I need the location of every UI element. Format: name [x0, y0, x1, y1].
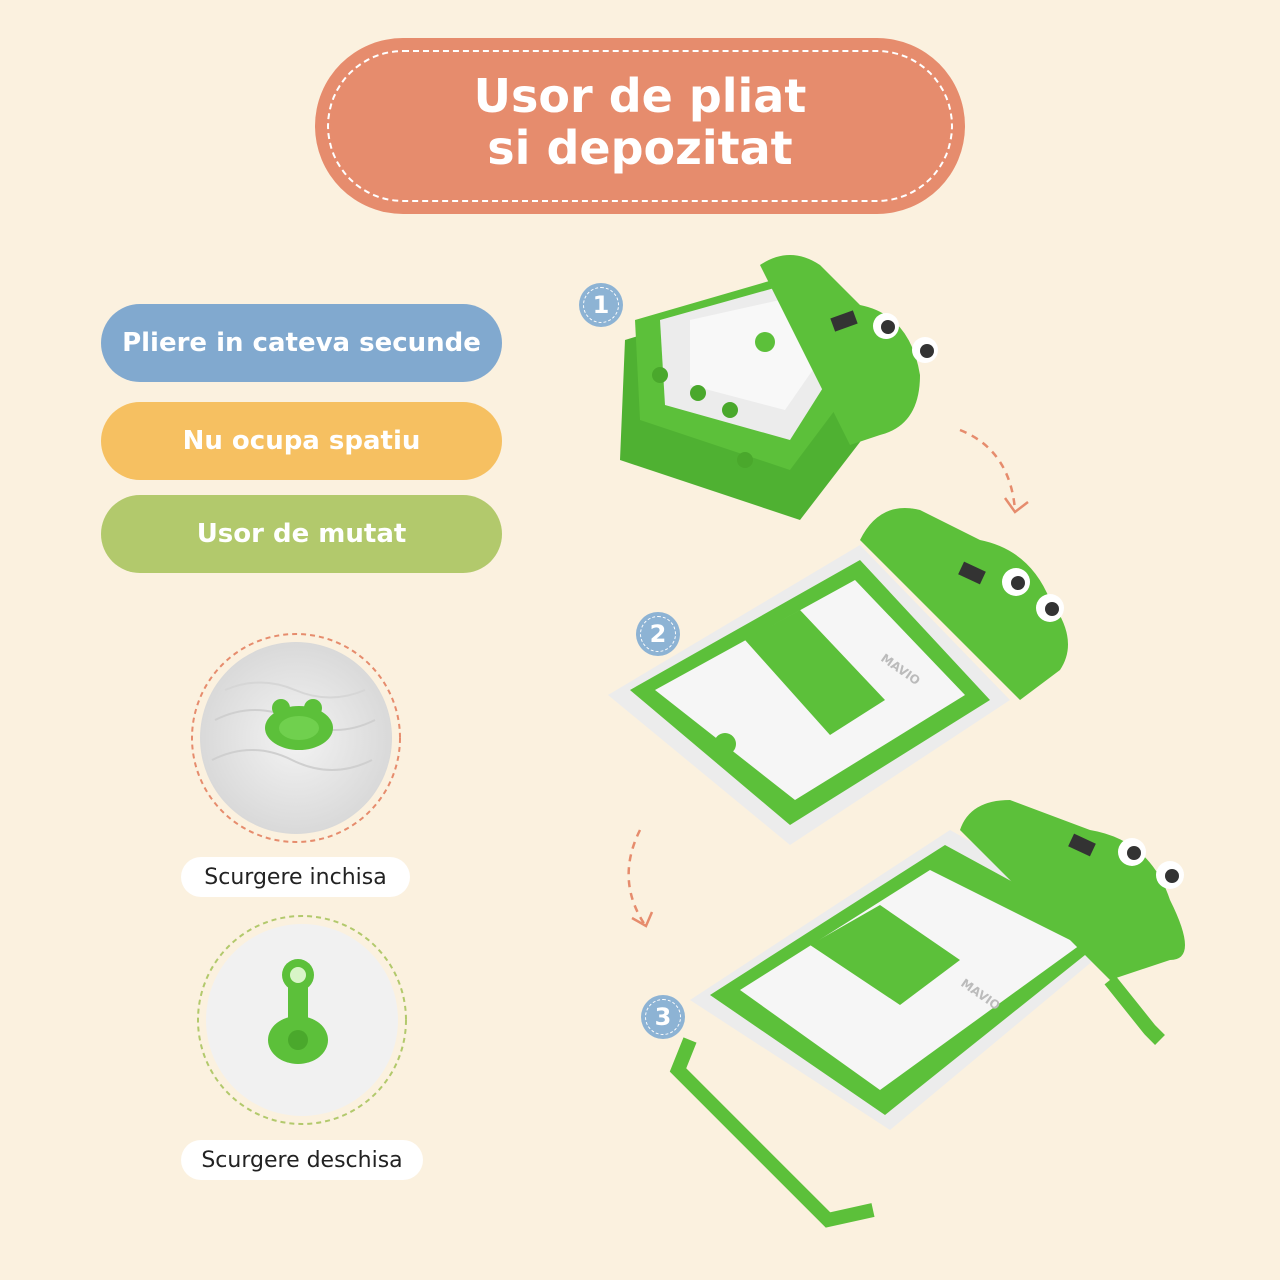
title-dashed-border	[327, 50, 953, 202]
tub-open-image: MAVIO	[669, 800, 1185, 1228]
title-line-2: si depozitat	[487, 121, 793, 175]
feature-fold-seconds: Pliere in cateva secunde	[101, 304, 502, 382]
page-title: Usor de pliat si depozitat	[0, 70, 1280, 174]
drain-closed-image	[191, 633, 401, 843]
drain-open-image	[197, 915, 407, 1125]
drain-closed-label: Scurgere inchisa	[181, 857, 410, 897]
tub-folded-image	[620, 255, 938, 520]
arrow-step1-to-step2	[959, 428, 1029, 514]
drain-open-label: Scurgere deschisa	[181, 1140, 423, 1180]
arrow-step2-to-step3	[627, 829, 654, 928]
title-line-1: Usor de pliat	[473, 69, 807, 123]
title-banner	[315, 38, 965, 214]
feature-space-saving: Nu ocupa spatiu	[101, 402, 502, 480]
step-badge-3: 3	[641, 995, 685, 1039]
step-badge-2: 2	[636, 612, 680, 656]
tub-half-folded-image: MAVIO	[608, 508, 1068, 845]
step-badge-1: 1	[579, 283, 623, 327]
feature-easy-move: Usor de mutat	[101, 495, 502, 573]
